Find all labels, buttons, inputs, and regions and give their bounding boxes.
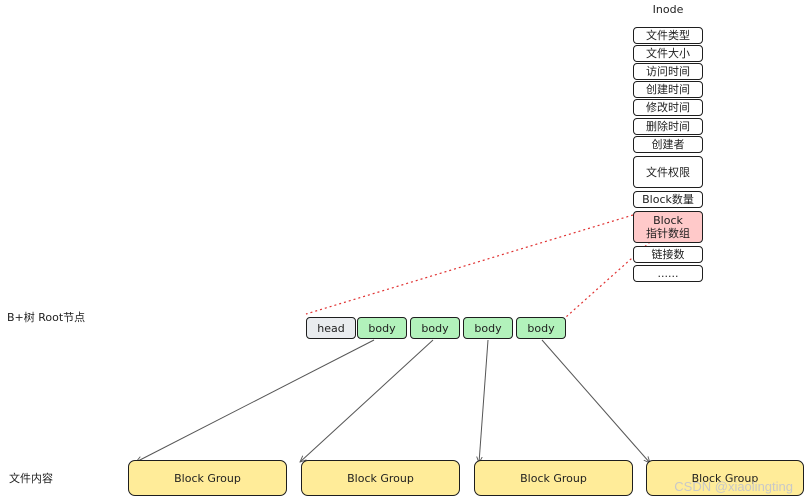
inode-field-link-count: 链接数 <box>633 246 703 263</box>
inode-field-type: 文件类型 <box>633 27 703 44</box>
inode-field-access-time: 访问时间 <box>633 63 703 80</box>
inode-field-more: ...... <box>633 265 703 282</box>
block-group-2: Block Group <box>301 460 460 496</box>
pointer-line-left <box>305 214 634 315</box>
file-content-label: 文件内容 <box>9 472 53 485</box>
btree-node-body-1: body <box>357 317 407 339</box>
block-group-3: Block Group <box>474 460 633 496</box>
btree-root-label: B+树 Root节点 <box>7 311 86 324</box>
inode-field-block-count: Block数量 <box>633 191 703 208</box>
inode-field-permissions: 文件权限 <box>633 156 703 188</box>
block-group-1: Block Group <box>128 460 287 496</box>
inode-field-creator: 创建者 <box>633 136 703 153</box>
inode-title: Inode <box>652 3 684 16</box>
btree-node-body-2: body <box>410 317 460 339</box>
pointer-line-right <box>565 241 651 318</box>
inode-field-modify-time: 修改时间 <box>633 99 703 116</box>
inode-field-size: 文件大小 <box>633 45 703 62</box>
inode-field-delete-time: 删除时间 <box>633 118 703 135</box>
btree-node-head: head <box>306 317 356 339</box>
arrow-body-3 <box>479 339 489 463</box>
arrow-body-2 <box>300 339 434 462</box>
btree-node-body-4: body <box>516 317 566 339</box>
inode-field-create-time: 创建时间 <box>633 81 703 98</box>
btree-node-body-3: body <box>463 317 513 339</box>
inode-field-block-pointer-array: Block 指针数组 <box>633 211 703 243</box>
watermark: CSDN @xiaolingting <box>674 479 793 494</box>
block-group-4: Block Group <box>646 460 804 496</box>
arrow-body-4 <box>541 339 650 463</box>
arrow-body-1 <box>136 339 375 462</box>
